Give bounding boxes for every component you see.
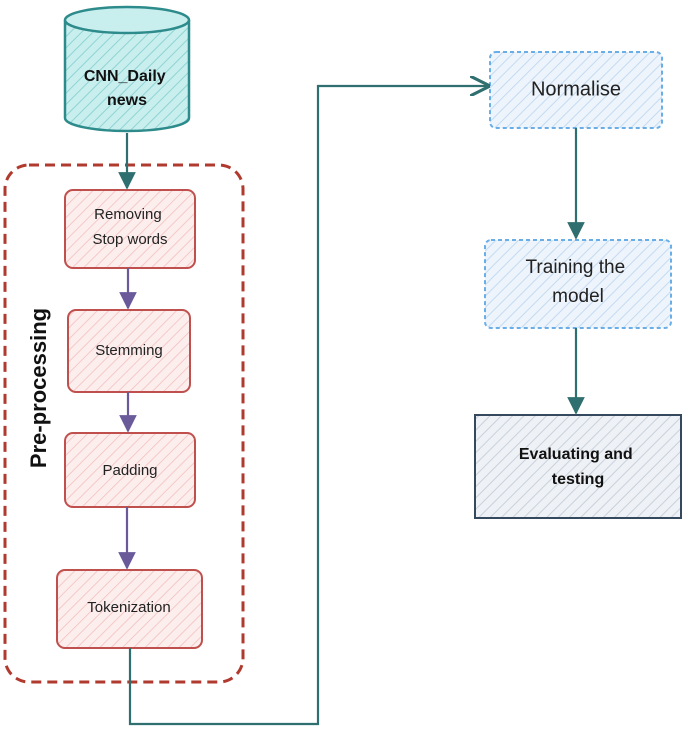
source-label-line2: news <box>107 92 147 109</box>
step-tokenization: Tokenization <box>56 569 203 649</box>
step-label: Tokenization <box>87 599 170 616</box>
preprocessing-group: Pre-processing <box>3 163 245 684</box>
step-label-line2: Stop words <box>92 231 167 248</box>
arrow-tokenization-to-normalise <box>128 86 488 726</box>
node-label-line1: Evaluating and <box>519 446 633 463</box>
step-removing-stop-words: Removing Stop words <box>64 189 196 269</box>
step-label-line1: Removing <box>94 206 162 223</box>
node-label-line1: Training the <box>526 257 626 278</box>
source-database: CNN_Daily news <box>63 5 191 133</box>
source-label-line1: CNN_Daily <box>84 68 166 85</box>
group-label: Pre-processing <box>26 308 51 468</box>
node-normalise: Normalise <box>489 51 663 129</box>
node-label-line2: testing <box>552 471 604 488</box>
svg-text:Removing Stop words: Removing Stop words <box>92 206 167 248</box>
node-label: Normalise <box>531 78 621 100</box>
cylinder-icon <box>63 20 191 133</box>
step-stemming: Stemming <box>67 309 191 393</box>
step-padding: Padding <box>64 432 196 508</box>
svg-text:Training the model: Training the model <box>526 257 631 307</box>
svg-text:Evaluating and testing: Evaluating and testing <box>519 446 637 488</box>
cylinder-top <box>63 5 191 35</box>
node-training: Training the model <box>484 239 672 329</box>
svg-text:CNN_Daily news: CNN_Daily news <box>84 68 170 109</box>
node-label-line2: model <box>552 286 604 307</box>
node-evaluating: Evaluating and testing <box>474 414 682 519</box>
step-label: Padding <box>102 462 157 479</box>
step-label: Stemming <box>95 342 163 359</box>
